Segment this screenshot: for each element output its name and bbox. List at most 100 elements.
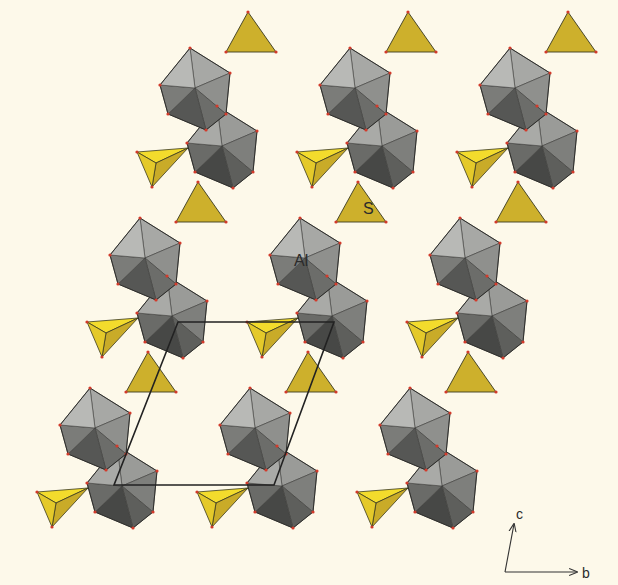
octahedron-face [87, 483, 122, 512]
octahedron-face [480, 48, 515, 88]
oxygen-atom [264, 468, 267, 471]
oxygen-atom [218, 423, 221, 426]
oxygen-atom [85, 481, 88, 484]
oxygen-atom [471, 510, 474, 513]
oxygen-atom [298, 216, 301, 219]
oxygen-atom [521, 340, 524, 343]
axis-label: c [516, 507, 523, 521]
oxygen-atom [146, 350, 149, 353]
al-s-unit [245, 180, 387, 359]
oxygen-atom [174, 220, 177, 223]
oxygen-atom [108, 253, 111, 256]
tetrahedron-face [37, 492, 56, 527]
oxygen-atom [174, 282, 177, 285]
oxygen-atom [215, 104, 218, 107]
oxygen-atom [375, 104, 378, 107]
oxygen-atom [314, 298, 317, 301]
oxygen-atom [315, 469, 318, 472]
oxygen-atom [131, 526, 134, 529]
oxygen-atom [355, 490, 358, 493]
octahedron-face [320, 48, 355, 88]
oxygen-atom [116, 282, 119, 285]
oxygen-atom [303, 340, 306, 343]
oxygen-atom [413, 510, 416, 513]
tetrahedron-face [247, 322, 266, 357]
oxygen-atom [224, 112, 227, 115]
oxygen-atom [326, 112, 329, 115]
tetrahedron-face [52, 488, 88, 527]
tetrahedron-face [197, 492, 216, 527]
tetrahedron [546, 12, 596, 52]
oxygen-atom [544, 220, 547, 223]
oxygen-atom [405, 481, 408, 484]
oxygen-atom [253, 510, 256, 513]
octahedron-edge [480, 48, 550, 130]
oxygen-atom [268, 253, 271, 256]
oxygen-atom [334, 282, 337, 285]
oxygen-atom [353, 170, 356, 173]
oxygen-atom [135, 150, 138, 153]
oxygen-atom [185, 141, 188, 144]
oxygen-atom [535, 104, 538, 107]
tetrahedron-face [102, 318, 138, 357]
oxygen-atom [474, 298, 477, 301]
oxygen-atom [151, 510, 154, 513]
octahedron-edge [320, 48, 390, 130]
oxygen-atom [345, 141, 348, 144]
oxygen-atom [478, 83, 481, 86]
tetrahedron [176, 182, 226, 222]
octahedron-face [160, 48, 195, 88]
oxygen-atom [513, 170, 516, 173]
b-axis-arrow [505, 571, 577, 572]
oxygen-atom [275, 444, 278, 447]
oxygen-atom [388, 71, 391, 74]
oxygen-atom [384, 50, 387, 53]
oxygen-atom [424, 468, 427, 471]
oxygen-atom [494, 390, 497, 393]
oxygen-atom [284, 390, 287, 393]
al-s-unit [295, 10, 437, 189]
oxygen-atom [361, 340, 364, 343]
oxygen-atom [485, 274, 488, 277]
tetrahedron [496, 182, 546, 222]
oxygen-atom [310, 185, 313, 188]
tetrahedron [226, 12, 276, 52]
oxygen-atom [274, 50, 277, 53]
oxygen-atom [365, 299, 368, 302]
oxygen-atom [150, 185, 153, 188]
oxygen-atom [428, 253, 431, 256]
tetrahedron-face [472, 148, 508, 187]
octahedron-face [457, 313, 492, 342]
axes [505, 524, 577, 572]
oxygen-atom [444, 452, 447, 455]
atom-label: S [363, 201, 374, 217]
octahedron-face [430, 255, 465, 284]
tetrahedron-face [87, 322, 106, 357]
octahedron-face [220, 388, 255, 428]
oxygen-atom [226, 452, 229, 455]
oxygen-atom [248, 386, 251, 389]
c-axis-arrow [505, 524, 514, 572]
oxygen-atom [58, 423, 61, 426]
octahedron-face [110, 255, 145, 284]
oxygen-atom [165, 274, 168, 277]
oxygen-atom [181, 356, 184, 359]
oxygen-atom [143, 340, 146, 343]
al-s-unit [195, 350, 337, 529]
octahedron-face [247, 483, 282, 512]
oxygen-atom [411, 170, 414, 173]
octahedron-face [187, 143, 222, 172]
oxygen-atom [494, 282, 497, 285]
tetrahedron-face [357, 492, 376, 527]
octahedron-edge [110, 218, 180, 300]
tetrahedron-face [422, 318, 458, 357]
atom-label: Al [294, 253, 308, 269]
oxygen-atom [544, 50, 547, 53]
oxygen-atom [195, 490, 198, 493]
oxygen-atom [245, 481, 248, 484]
octahedron-face [60, 425, 95, 454]
oxygen-atom [155, 469, 158, 472]
oxygen-atom [498, 241, 501, 244]
oxygen-atom [196, 180, 199, 183]
